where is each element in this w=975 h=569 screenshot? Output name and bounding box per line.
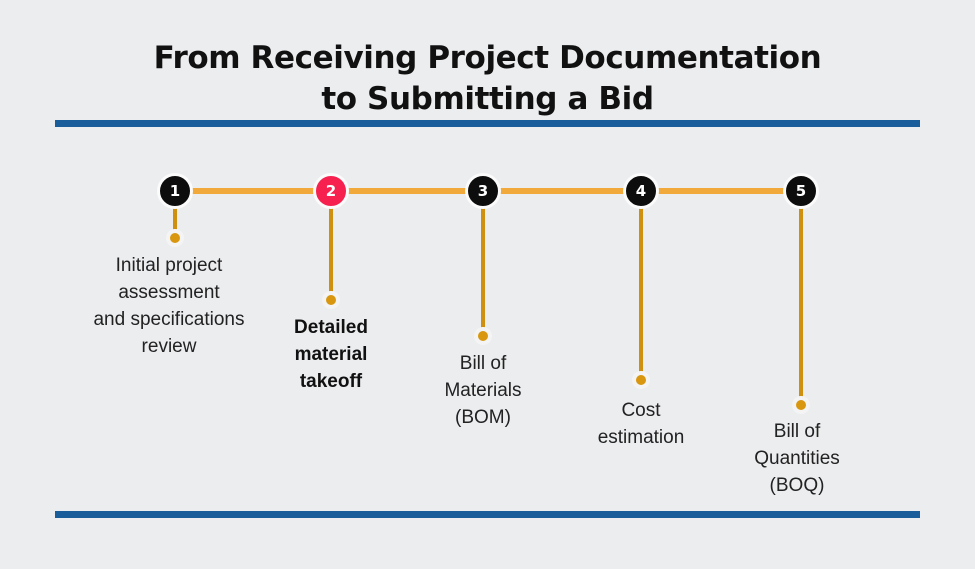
stem-step-1	[173, 207, 177, 234]
bottom-divider	[55, 511, 920, 518]
step-label-2: Detailed material takeoff	[294, 317, 368, 392]
stem-step-4	[639, 207, 643, 378]
connector-2-3	[331, 188, 483, 194]
connector-4-5	[641, 188, 801, 194]
step-label-3: Bill of Materials (BOM)	[444, 353, 522, 428]
end-dot-step-5	[792, 396, 810, 414]
timeline-node-2[interactable]: 2	[313, 173, 349, 209]
node-number-1: 1	[169, 181, 181, 200]
node-number-2: 2	[325, 181, 337, 200]
connector-1-2	[175, 188, 331, 194]
step-label-1: Initial project assessment and specifica…	[93, 255, 245, 357]
stem-step-3	[481, 207, 485, 332]
stem-step-5	[799, 207, 803, 403]
step-label-4: Cost estimation	[597, 400, 685, 448]
title-line-2: to Submitting a Bid	[321, 81, 654, 117]
node-number-5: 5	[795, 181, 807, 200]
end-dot-step-1	[166, 229, 184, 247]
stem-step-2	[329, 207, 333, 297]
end-dot-step-2	[322, 291, 340, 309]
title-line-1: From Receiving Project Documentation	[153, 40, 822, 76]
top-divider	[55, 120, 920, 127]
timeline-node-1[interactable]: 1	[157, 173, 193, 209]
step-label-5: Bill of Quantities (BOQ)	[754, 421, 840, 496]
timeline-node-5[interactable]: 5	[783, 173, 819, 209]
end-dot-step-3	[474, 327, 492, 345]
timeline-node-3[interactable]: 3	[465, 173, 501, 209]
node-number-3: 3	[477, 181, 489, 200]
page-title: From Receiving Project Documentation to …	[0, 38, 975, 120]
node-number-4: 4	[635, 181, 647, 200]
connector-3-4	[483, 188, 641, 194]
end-dot-step-4	[632, 371, 650, 389]
timeline-node-4[interactable]: 4	[623, 173, 659, 209]
